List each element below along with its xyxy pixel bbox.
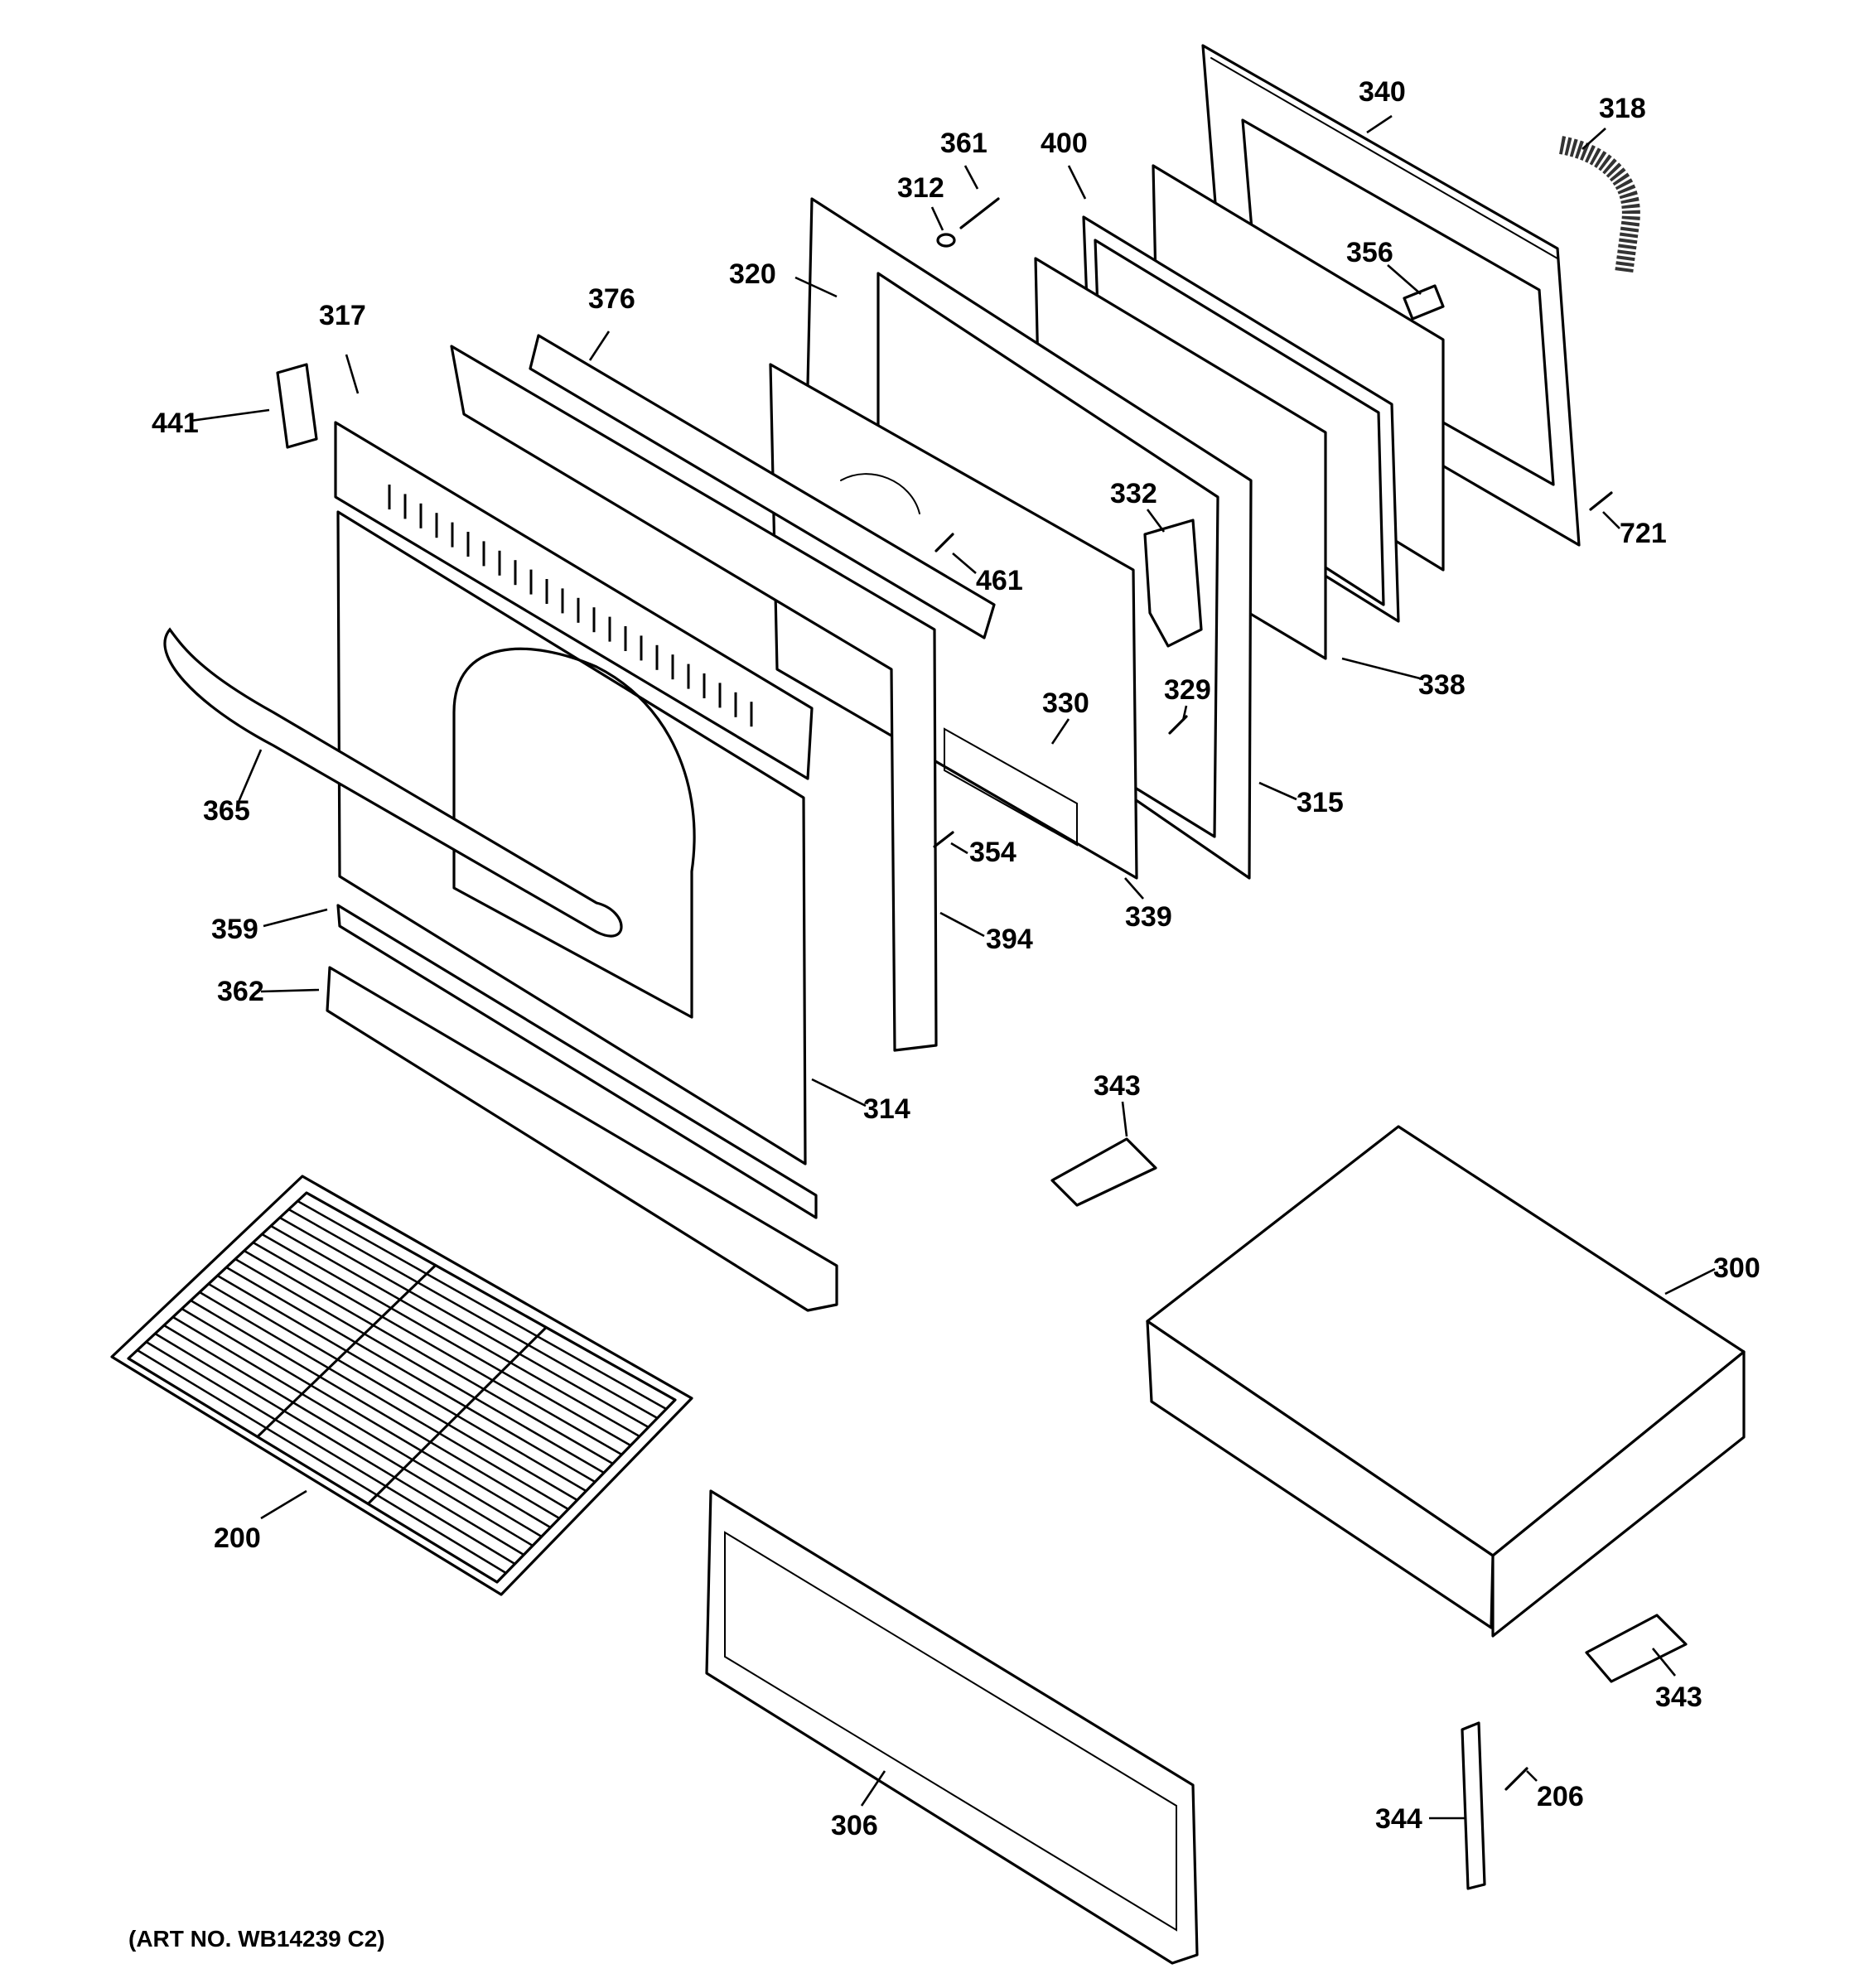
part-359-bottom-trim bbox=[336, 904, 818, 1219]
rack-wire bbox=[208, 1282, 578, 1502]
label-318: 318 bbox=[1599, 93, 1646, 124]
label-356: 356 bbox=[1346, 237, 1393, 268]
label-721: 721 bbox=[1620, 518, 1667, 549]
label-376: 376 bbox=[588, 283, 635, 315]
label-332: 332 bbox=[1110, 478, 1157, 509]
label-300: 300 bbox=[1713, 1252, 1760, 1284]
rack-crossbar bbox=[367, 1326, 548, 1505]
label-461: 461 bbox=[976, 565, 1023, 596]
part-317-vent-trim bbox=[334, 421, 814, 780]
label-329: 329 bbox=[1164, 674, 1211, 706]
rack-wire bbox=[270, 1224, 640, 1438]
label-320: 320 bbox=[729, 258, 776, 290]
part-461-screw bbox=[934, 533, 954, 552]
rack-wire bbox=[297, 1199, 667, 1411]
rack-wire bbox=[154, 1332, 524, 1556]
vent-slots bbox=[388, 485, 753, 727]
rack-wire bbox=[137, 1349, 507, 1575]
rack-wire bbox=[244, 1249, 614, 1465]
label-312: 312 bbox=[897, 172, 944, 204]
part-394-door-side bbox=[450, 345, 938, 1052]
label-338: 338 bbox=[1418, 669, 1466, 701]
part-361-screw bbox=[959, 197, 1000, 229]
label-354: 354 bbox=[969, 837, 1017, 868]
label-394: 394 bbox=[986, 924, 1033, 955]
rack-wire bbox=[225, 1266, 596, 1484]
part-206-screw bbox=[1504, 1767, 1528, 1791]
part-441-switch bbox=[276, 363, 318, 449]
label-361: 361 bbox=[940, 128, 988, 159]
label-206: 206 bbox=[1537, 1781, 1584, 1812]
part-376-top-channel bbox=[529, 334, 996, 639]
label-339: 339 bbox=[1125, 901, 1172, 933]
rack-wire bbox=[216, 1274, 587, 1493]
art-number: (ART NO. WB14239 C2) bbox=[128, 1926, 385, 1952]
rack-wire bbox=[199, 1291, 569, 1511]
label-315: 315 bbox=[1297, 787, 1344, 818]
label-359: 359 bbox=[211, 914, 258, 945]
part-306-drawer-front bbox=[705, 1489, 1199, 1965]
part-300-storage-drawer bbox=[1146, 1125, 1746, 1638]
rack-wires bbox=[137, 1199, 667, 1575]
leader-lines bbox=[190, 114, 1716, 1820]
rack-wire bbox=[287, 1208, 659, 1420]
rack-crossbar bbox=[256, 1264, 437, 1438]
label-317: 317 bbox=[319, 300, 366, 331]
label-344: 344 bbox=[1375, 1803, 1422, 1835]
label-306: 306 bbox=[831, 1810, 878, 1841]
rack-wire bbox=[190, 1299, 560, 1520]
part-362-kick-strip bbox=[326, 966, 838, 1312]
part-344-drawer-bracket bbox=[1461, 1721, 1486, 1890]
part-343-drawer-glide-upper bbox=[1050, 1137, 1157, 1207]
label-400: 400 bbox=[1041, 128, 1088, 159]
label-330: 330 bbox=[1042, 688, 1089, 719]
part-365-handle bbox=[163, 627, 623, 938]
label-340: 340 bbox=[1359, 76, 1406, 108]
rack-wire bbox=[163, 1324, 534, 1547]
label-362: 362 bbox=[217, 976, 264, 1007]
label-314: 314 bbox=[863, 1093, 910, 1125]
label-441: 441 bbox=[152, 408, 199, 439]
part-343-drawer-glide-lower bbox=[1585, 1614, 1688, 1683]
part-200-oven-rack bbox=[110, 1175, 693, 1596]
part-312-washer bbox=[936, 233, 956, 248]
part-number-labels: 340 318 361 400 312 356 320 376 317 441 … bbox=[152, 76, 1760, 1841]
part-356-clip bbox=[1403, 284, 1445, 321]
part-332-hinge-bracket bbox=[1143, 519, 1203, 648]
part-318-gasket bbox=[1558, 136, 1640, 275]
part-721-screw bbox=[1589, 491, 1613, 511]
rack-wire bbox=[172, 1315, 543, 1538]
part-354-screw bbox=[933, 831, 954, 848]
rack-wire bbox=[181, 1307, 552, 1529]
rack-wire bbox=[252, 1241, 623, 1456]
rack-wire bbox=[234, 1257, 605, 1474]
rack-wire bbox=[145, 1340, 516, 1566]
rack-wire bbox=[279, 1216, 650, 1429]
label-343-lower: 343 bbox=[1655, 1682, 1702, 1713]
label-365: 365 bbox=[203, 795, 250, 827]
label-343-upper: 343 bbox=[1094, 1070, 1141, 1102]
label-200: 200 bbox=[214, 1522, 261, 1554]
rack-wire bbox=[261, 1233, 631, 1447]
